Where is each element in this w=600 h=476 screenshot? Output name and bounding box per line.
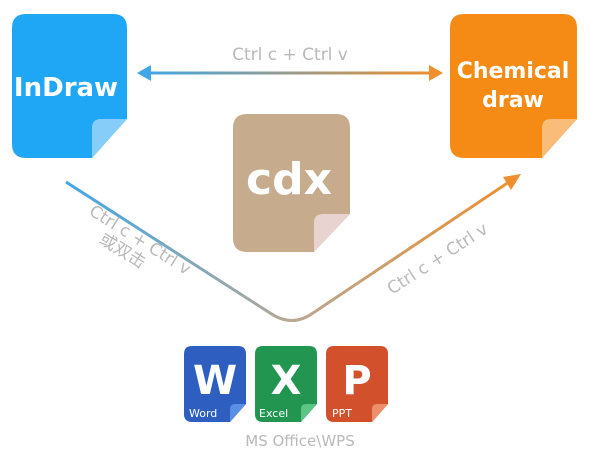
chemdraw-label-line2: draw — [482, 88, 544, 113]
word-letter: W — [193, 358, 237, 404]
arrowhead-v — [503, 174, 521, 190]
indraw-document-icon: InDraw — [12, 14, 127, 158]
arrowhead-left — [137, 65, 151, 81]
top-edge-label: Ctrl c + Ctrl v — [232, 45, 348, 65]
indraw-label: InDraw — [14, 73, 118, 103]
cdx-label: cdx — [246, 154, 332, 205]
office-caption: MS Office\WPS — [245, 432, 355, 450]
word-name: Word — [189, 407, 217, 420]
word-icon: W Word — [184, 346, 246, 422]
chemdraw-document-icon: Chemical draw — [450, 14, 577, 158]
excel-letter: X — [271, 358, 302, 404]
chemdraw-label-line1: Chemical — [457, 59, 570, 84]
cdx-fold — [314, 214, 350, 252]
top-edge: Ctrl c + Ctrl v — [137, 45, 443, 81]
ppt-letter: P — [342, 358, 371, 404]
ppt-name: PPT — [332, 407, 352, 420]
chemdraw-fold — [542, 119, 577, 158]
cdx-document-icon: cdx — [233, 114, 350, 252]
excel-name: Excel — [259, 407, 288, 420]
v-edge — [65, 174, 521, 322]
arrowhead-right — [429, 65, 443, 81]
indraw-fold — [92, 119, 127, 158]
ppt-icon: P PPT — [326, 346, 388, 422]
excel-icon: X Excel — [255, 346, 317, 422]
